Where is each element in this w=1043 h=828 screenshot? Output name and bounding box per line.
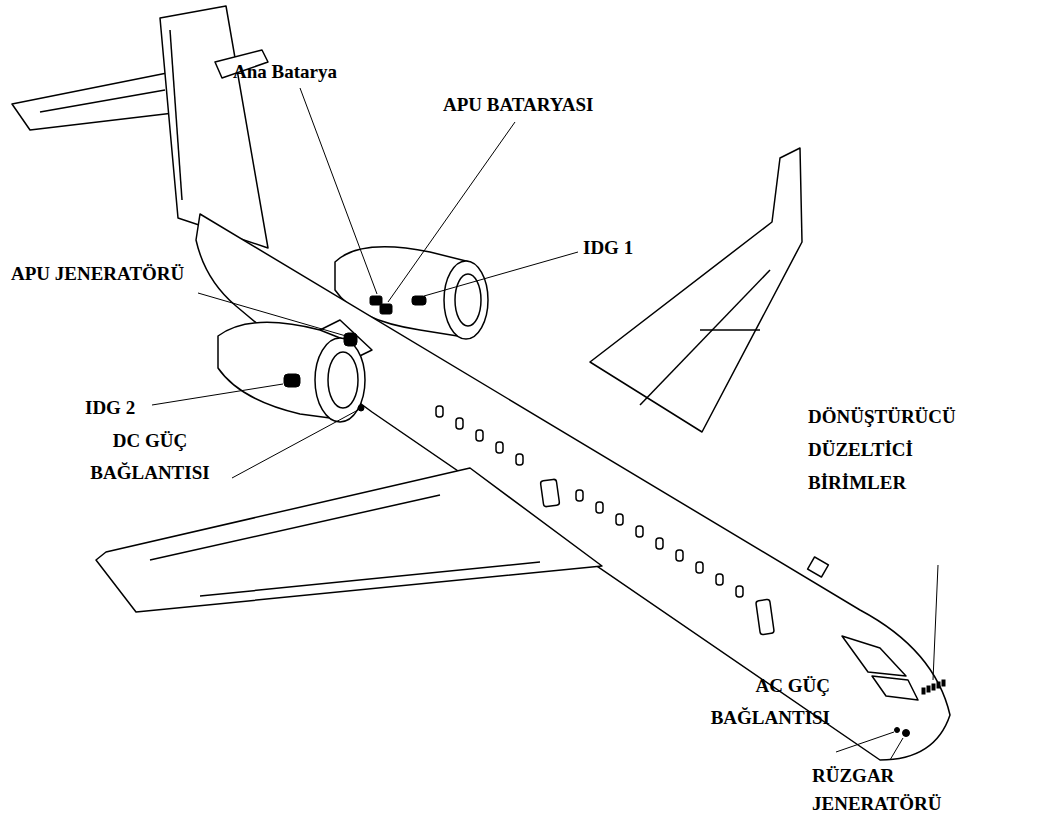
apu-battery-mark	[380, 304, 392, 314]
callout-label: RÜZGAR JENERATÖRÜ	[812, 762, 942, 818]
fin-detail	[170, 30, 182, 200]
main-battery-mark	[370, 296, 382, 305]
vertical-fin	[160, 6, 268, 248]
engine-inlet	[328, 352, 358, 408]
stabilizer-detail	[40, 90, 165, 112]
idg1-mark	[412, 296, 426, 305]
horizontal-stabilizer	[12, 72, 182, 130]
wing-flap	[150, 495, 440, 560]
engine-inlet	[444, 261, 488, 339]
wind-generator-mark	[903, 730, 910, 737]
leader-line	[836, 732, 894, 752]
engine-inlet	[315, 338, 365, 422]
leader-line	[300, 88, 377, 294]
hatch	[808, 557, 829, 577]
callout-label: APU JENERATÖRÜ	[11, 262, 184, 286]
apu-generator-mark	[344, 333, 357, 346]
window-row	[436, 406, 743, 597]
dc-receptacle-mark	[358, 405, 364, 411]
callout-label: AC GÜÇ BAĞLANTISI	[680, 670, 830, 734]
left-wing	[96, 468, 602, 612]
right-wing	[590, 148, 802, 432]
wing-flap	[700, 329, 760, 331]
callout-label: IDG 1	[583, 236, 633, 260]
windshield	[872, 676, 918, 700]
callout-label: Ana Batarya	[233, 60, 337, 84]
engine-inlet	[455, 274, 481, 326]
leader-line	[933, 565, 938, 680]
leader-line	[424, 252, 578, 296]
cabin-door	[756, 599, 775, 635]
leader-line	[152, 384, 283, 405]
ac-receptacle-mark	[895, 728, 900, 733]
callout-label: IDG 2	[85, 396, 135, 420]
leader-line	[890, 738, 903, 760]
wing-flap	[640, 270, 770, 405]
converter-units-mark	[922, 680, 945, 694]
callout-label: DÖNÜŞTÜRÜCÜ DÜZELTİCİ BİRİMLER	[808, 400, 956, 499]
wing-flap	[200, 562, 540, 596]
idg2-mark	[284, 374, 300, 387]
callout-label: DC GÜÇ BAĞLANTISI	[70, 425, 230, 489]
cabin-door	[540, 479, 559, 507]
leader-line	[198, 293, 346, 336]
callout-label: APU BATARYASI	[443, 93, 593, 117]
leader-line	[232, 410, 358, 478]
windshield	[842, 636, 906, 676]
